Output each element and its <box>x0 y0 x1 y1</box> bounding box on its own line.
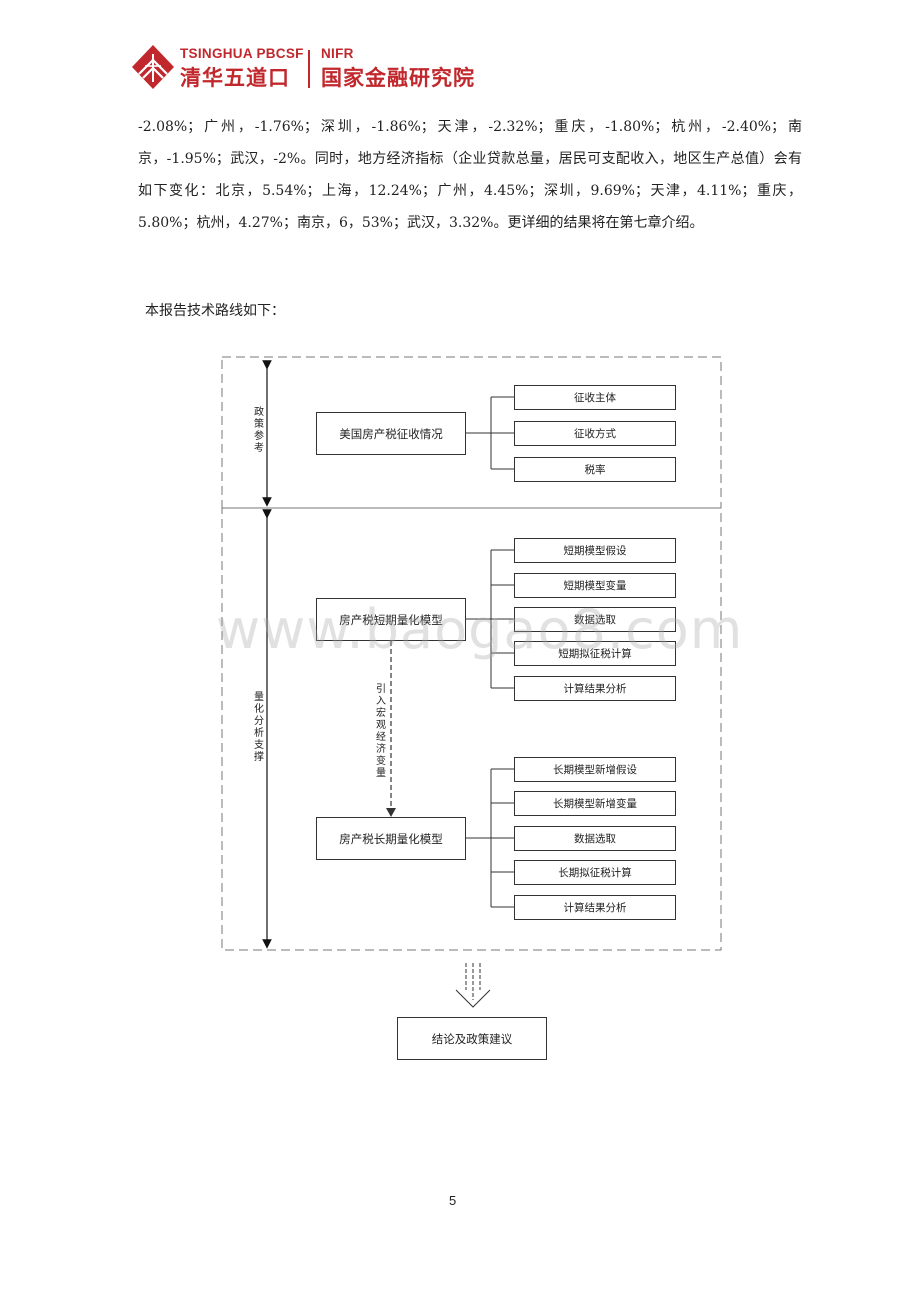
policy-item-collection-method: 征收方式 <box>514 421 676 446</box>
header-logo: TSINGHUA PBCSF 清华五道口 NIFR 国家金融研究院 <box>131 44 491 92</box>
logo-text-en-left: TSINGHUA PBCSF <box>180 46 304 61</box>
policy-section-label: 政策参考 <box>254 407 264 454</box>
page-number: 5 <box>449 1193 457 1208</box>
long-item-new-variables: 长期模型新增变量 <box>514 791 676 816</box>
policy-item-collection-subject: 征收主体 <box>514 385 676 410</box>
long-item-result-analysis: 计算结果分析 <box>514 895 676 920</box>
technical-route-intro: 本报告技术路线如下： <box>145 303 285 319</box>
long-term-model-box: 房产税长期量化模型 <box>316 817 466 860</box>
results-paragraph: -2.08%；广州，-1.76%；深圳，-1.86%；天津，-2.32%；重庆，… <box>138 119 802 231</box>
policy-bracket <box>466 396 514 470</box>
short-item-assumptions: 短期模型假设 <box>514 538 676 563</box>
long-item-data-selection: 数据选取 <box>514 826 676 851</box>
tsinghua-emblem-icon <box>132 45 174 89</box>
watermark: www.baogao8.com <box>216 598 744 661</box>
long-model-bracket <box>466 768 514 908</box>
short-item-tax-calculation: 短期拟征税计算 <box>514 641 676 666</box>
short-item-data-selection: 数据选取 <box>514 607 676 632</box>
long-item-tax-calculation: 长期拟征税计算 <box>514 860 676 885</box>
logo-text-cn-left: 清华五道口 <box>180 66 290 90</box>
short-item-variables: 短期模型变量 <box>514 573 676 598</box>
quant-section-label: 量化分析支撑 <box>254 692 264 763</box>
logo-text-cn-right: 国家金融研究院 <box>321 66 475 90</box>
long-item-new-assumptions: 长期模型新增假设 <box>514 757 676 782</box>
macro-variable-label: 引入宏观经济变量 <box>376 684 386 779</box>
conclusion-double-arrow <box>455 963 491 1008</box>
logo-divider <box>308 50 310 88</box>
us-property-tax-box: 美国房产税征收情况 <box>316 412 466 455</box>
short-term-model-box: 房产税短期量化模型 <box>316 598 466 641</box>
short-item-result-analysis: 计算结果分析 <box>514 676 676 701</box>
logo-text-en-right: NIFR <box>321 46 354 61</box>
conclusion-box: 结论及政策建议 <box>397 1017 547 1060</box>
policy-item-tax-rate: 税率 <box>514 457 676 482</box>
